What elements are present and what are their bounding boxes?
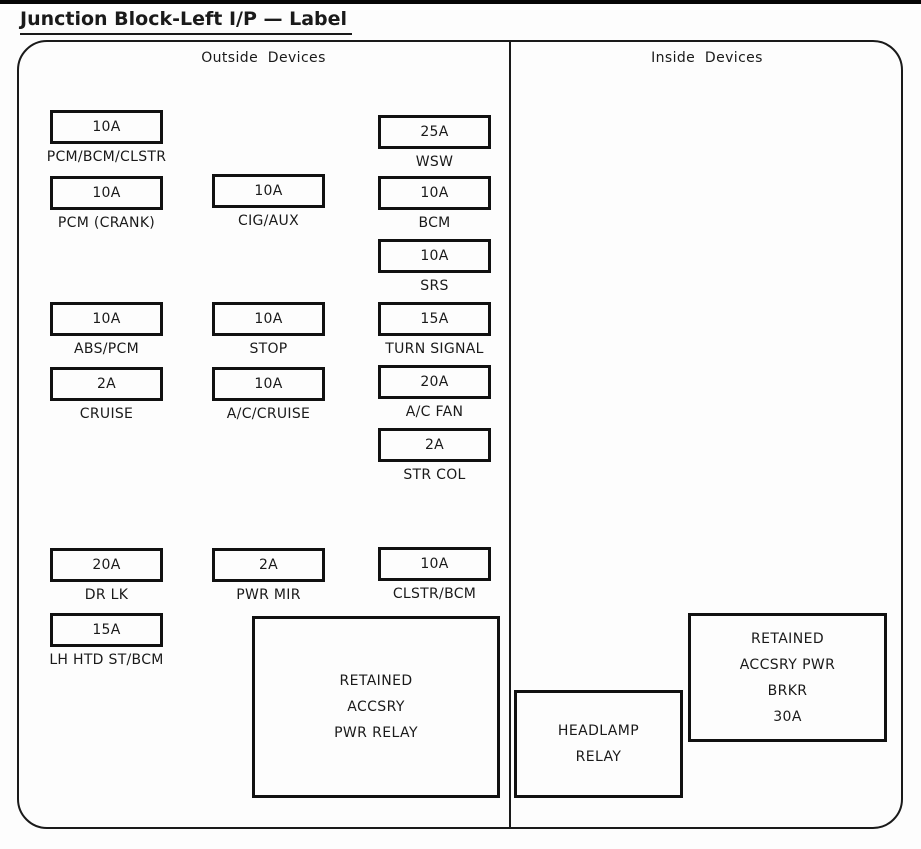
fuse-amp-box: 20A — [50, 548, 163, 582]
fuse-label: CLSTR/BCM — [392, 586, 477, 602]
fuse-amp: 15A — [92, 622, 121, 638]
fuse-label: WSW — [415, 154, 454, 170]
fuse-label: CRUISE — [79, 406, 134, 422]
fuse-wsw: 25A WSW — [378, 115, 491, 170]
relay-label-line: RETAINED — [339, 673, 413, 689]
fuse-amp-box: 10A — [378, 239, 491, 273]
fuse-amp-box: 15A — [378, 302, 491, 336]
fuse-amp: 2A — [96, 376, 117, 392]
fuse-amp-box: 2A — [378, 428, 491, 462]
fuse-amp-box: 10A — [378, 547, 491, 581]
fuse-label: DR LK — [84, 587, 129, 603]
breaker-label-line: BRKR — [767, 682, 808, 699]
fuse-dr-lk: 20A DR LK — [50, 548, 163, 603]
fuse-label: PWR MIR — [236, 587, 301, 603]
section-divider — [509, 40, 511, 829]
fuse-amp-box: 25A — [378, 115, 491, 149]
fuse-ac-fan: 20A A/C FAN — [378, 365, 491, 420]
relay-label-line: ACCSRY — [347, 699, 405, 715]
fuse-label: CIG/AUX — [238, 213, 299, 229]
fuse-amp: 10A — [420, 185, 449, 201]
fuse-amp: 10A — [92, 185, 121, 201]
fuse-amp-box: 10A — [212, 174, 325, 208]
fuse-amp: 15A — [420, 311, 449, 327]
fuse-lh-htd-st-bcm: 15A LH HTD ST/BCM — [49, 613, 163, 668]
fuse-amp: 2A — [258, 557, 279, 573]
relay-label-line: RELAY — [575, 749, 622, 765]
fuse-clstr-bcm: 10A CLSTR/BCM — [378, 547, 491, 602]
fuse-amp-box: 10A — [212, 367, 325, 401]
fuse-amp: 10A — [420, 556, 449, 572]
fuse-amp: 10A — [92, 311, 121, 327]
fuse-amp: 10A — [254, 376, 283, 392]
fuse-amp-box: 2A — [50, 367, 163, 401]
fuse-label: A/C FAN — [405, 404, 464, 420]
outside-devices-header: Outside Devices — [201, 50, 326, 66]
fuse-ac-cruise: 10A A/C/CRUISE — [212, 367, 325, 422]
fuse-label: A/C/CRUISE — [226, 406, 311, 422]
fuse-stop: 10A STOP — [212, 302, 325, 357]
fuse-pcm-crank: 10A PCM (CRANK) — [50, 176, 163, 231]
fuse-label: BCM — [418, 215, 451, 231]
fuse-amp-box: 10A — [50, 302, 163, 336]
inside-devices-header: Inside Devices — [651, 50, 763, 66]
junction-block-outline — [17, 40, 903, 829]
fuse-amp: 10A — [254, 183, 283, 199]
fuse-amp: 25A — [420, 124, 449, 140]
fuse-bcm: 10A BCM — [378, 176, 491, 231]
relay-retained-accsry-pwr: RETAINED ACCSRY PWR RELAY — [252, 616, 500, 798]
breaker-retained-accsry-pwr: RETAINED ACCSRY PWR BRKR 30A — [688, 613, 887, 742]
relay-label-line: HEADLAMP — [557, 723, 640, 739]
fuse-amp: 20A — [92, 557, 121, 573]
fuse-label: PCM/BCM/CLSTR — [46, 149, 167, 165]
page-title: Junction Block-Left I/P — Label — [20, 8, 352, 35]
fuse-srs: 10A SRS — [378, 239, 491, 294]
fuse-amp: 10A — [420, 248, 449, 264]
fuse-amp-box: 20A — [378, 365, 491, 399]
fuse-amp: 2A — [424, 437, 445, 453]
fuse-amp-box: 10A — [212, 302, 325, 336]
breaker-label-line: RETAINED — [750, 630, 825, 647]
fuse-label: LH HTD ST/BCM — [49, 652, 164, 668]
breaker-label-line: ACCSRY PWR — [739, 656, 836, 673]
fuse-label: ABS/PCM — [74, 341, 139, 357]
fuse-amp-box: 15A — [50, 613, 163, 647]
fuse-pcm-bcm-clstr: 10A PCM/BCM/CLSTR — [47, 110, 166, 165]
fuse-label: PCM (CRANK) — [57, 215, 156, 231]
fuse-amp-box: 2A — [212, 548, 325, 582]
fuse-abs-pcm: 10A ABS/PCM — [50, 302, 163, 357]
top-rule — [0, 0, 921, 4]
relay-label-line: PWR RELAY — [334, 725, 418, 741]
fuse-pwr-mir: 2A PWR MIR — [212, 548, 325, 603]
fuse-label: TURN SIGNAL — [385, 341, 484, 357]
relay-headlamp: HEADLAMP RELAY — [514, 690, 683, 798]
fuse-amp-box: 10A — [50, 110, 163, 144]
fuse-label: STR COL — [403, 467, 466, 483]
fuse-cig-aux: 10A CIG/AUX — [212, 174, 325, 229]
fuse-cruise: 2A CRUISE — [50, 367, 163, 422]
fuse-amp-box: 10A — [50, 176, 163, 210]
breaker-label-line: 30A — [773, 708, 802, 725]
fuse-turn-signal: 15A TURN SIGNAL — [378, 302, 491, 357]
fuse-str-col: 2A STR COL — [378, 428, 491, 483]
fuse-amp: 10A — [92, 119, 121, 135]
fuse-amp-box: 10A — [378, 176, 491, 210]
fuse-label: STOP — [249, 341, 288, 357]
fuse-amp: 10A — [254, 311, 283, 327]
fuse-amp: 20A — [420, 374, 449, 390]
fuse-label: SRS — [420, 278, 449, 294]
